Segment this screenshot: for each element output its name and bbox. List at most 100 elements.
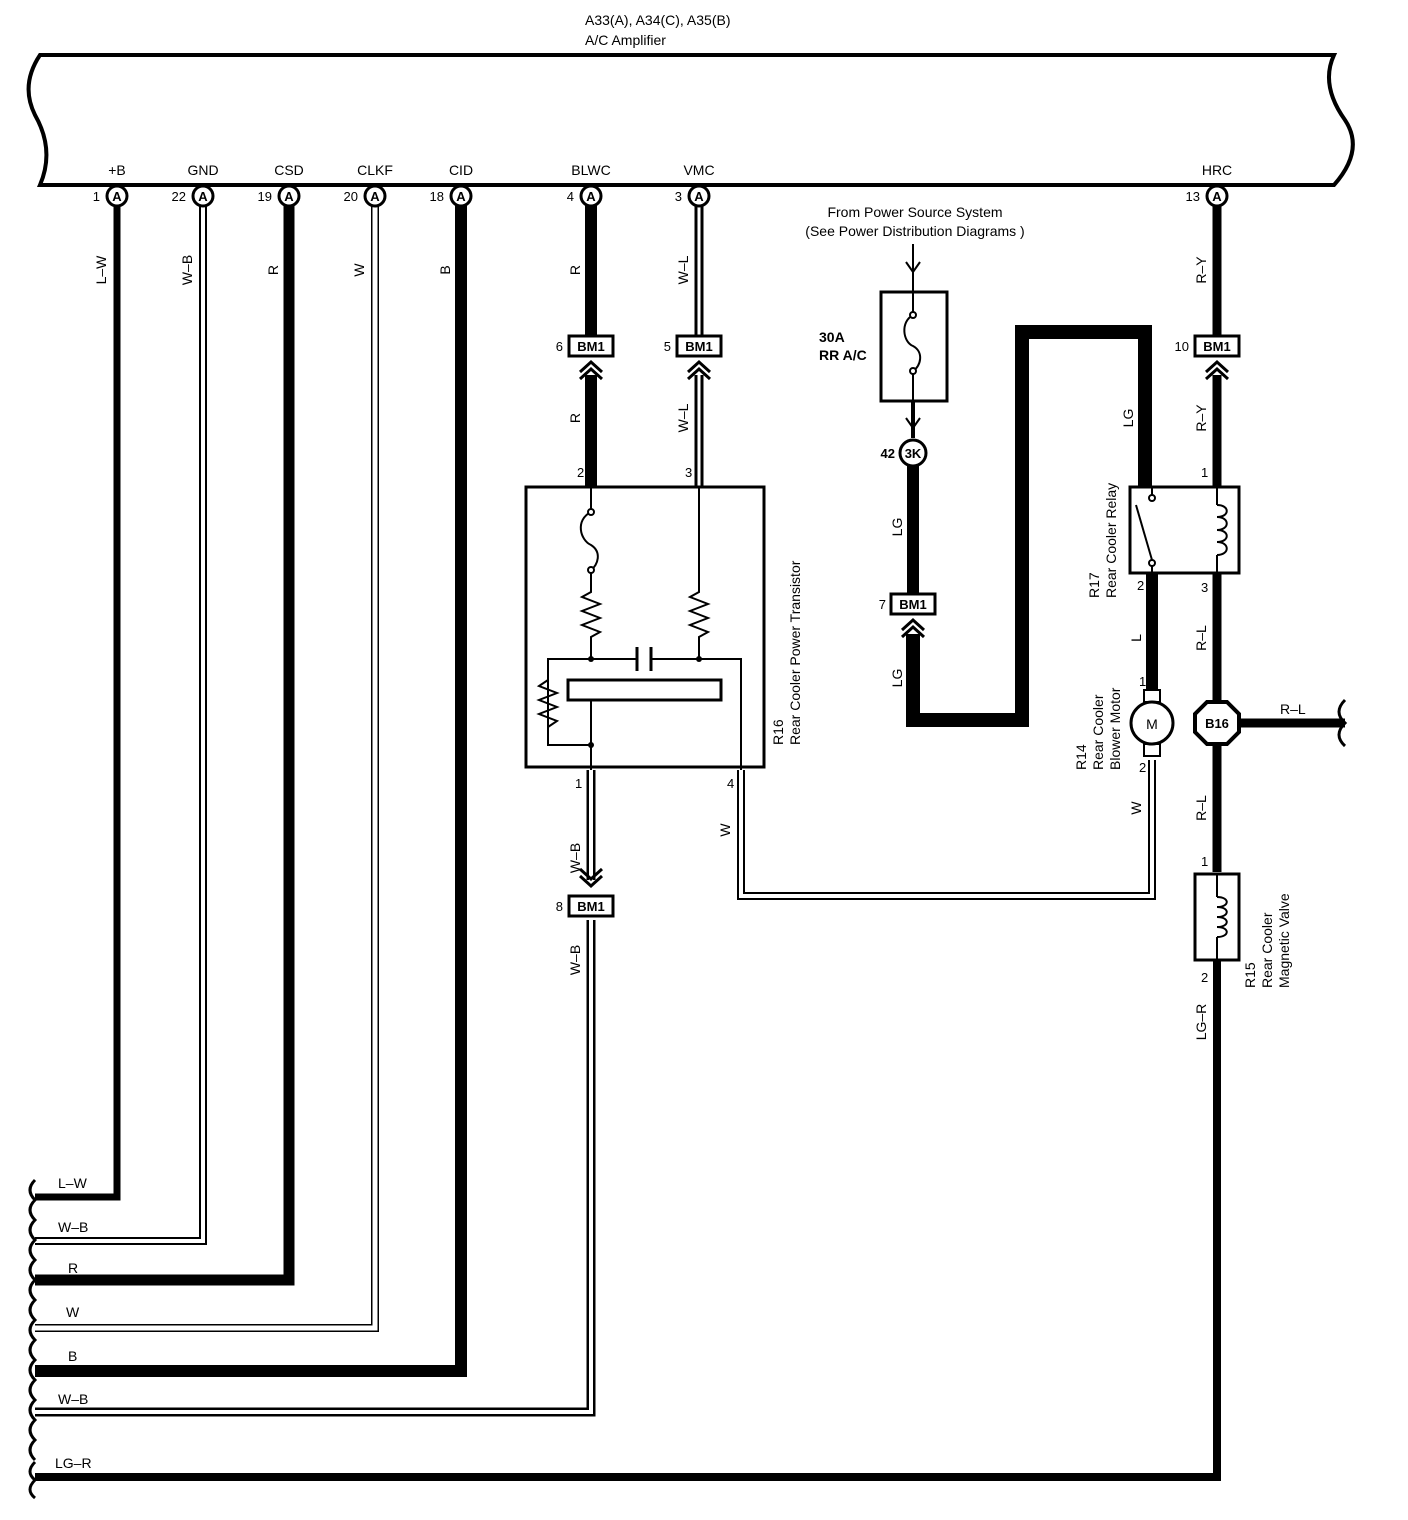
svg-text:3K: 3K xyxy=(905,446,922,461)
capacitor-icon xyxy=(635,647,653,671)
svg-text:A: A xyxy=(370,189,380,204)
svg-text:8: 8 xyxy=(556,899,563,914)
wire-color-label: L–W xyxy=(93,255,109,285)
bm1-connector-6: BM1 6 xyxy=(556,334,615,381)
wire-color-label: R–Y xyxy=(1193,256,1209,284)
wire-color-label: W–L xyxy=(675,255,691,284)
svg-text:2: 2 xyxy=(1137,578,1144,593)
resistor-icon xyxy=(579,573,603,659)
terminal-name: GND xyxy=(187,162,218,178)
wire-lw xyxy=(35,197,121,1201)
wire-blwc: R R xyxy=(567,197,597,487)
valve-line1: Rear Cooler xyxy=(1259,912,1275,988)
break-mark-icon xyxy=(1337,698,1348,748)
svg-text:5: 5 xyxy=(664,339,671,354)
wire-color-label: R xyxy=(265,265,281,275)
transistor-name: Rear Cooler Power Transistor xyxy=(787,560,803,745)
svg-text:1: 1 xyxy=(1201,854,1208,869)
svg-text:3: 3 xyxy=(675,189,682,204)
rear-cooler-power-transistor: 2 3 1 4 R16 Rear Cooler Power Transistor xyxy=(524,465,803,791)
svg-text:A: A xyxy=(284,189,294,204)
motor-symbol: M xyxy=(1146,716,1158,732)
relay-id: R17 xyxy=(1086,572,1102,598)
svg-text:A: A xyxy=(586,189,596,204)
wire-color-label: LG–R xyxy=(1193,1004,1209,1041)
svg-text:20: 20 xyxy=(344,189,358,204)
amplifier-name: A/C Amplifier xyxy=(585,32,666,48)
wire-w-clkf xyxy=(35,197,379,1332)
bottom-wire-label: L–W xyxy=(58,1175,88,1191)
ac-amplifier: A33(A), A34(C), A35(B) A/C Amplifier xyxy=(26,12,1355,187)
bm1-connector-5: BM1 5 xyxy=(664,334,723,381)
terminal-name: HRC xyxy=(1202,162,1232,178)
relay-name: Rear Cooler Relay xyxy=(1103,483,1119,598)
wire-w-transistor-blower: W W xyxy=(717,760,1156,900)
valve-id: R15 xyxy=(1242,962,1258,988)
svg-text:1: 1 xyxy=(575,776,582,791)
fuse-rating: 30A xyxy=(819,329,845,345)
rear-cooler-magnetic-valve: 1 2 R15 Rear Cooler Magnetic Valve LG–R xyxy=(1193,854,1292,1040)
svg-text:BM1: BM1 xyxy=(577,899,604,914)
svg-text:A: A xyxy=(198,189,208,204)
fuse-icon xyxy=(579,511,599,571)
bottom-wire-label: R xyxy=(68,1260,78,1276)
terminal-name: CLKF xyxy=(357,162,393,178)
wire-vmc: W–L W–L xyxy=(675,197,704,487)
svg-text:BM1: BM1 xyxy=(685,339,712,354)
valve-line2: Magnetic Valve xyxy=(1276,893,1292,988)
bottom-wire-label: LG–R xyxy=(55,1455,92,1471)
splice-out-wire-label: R–L xyxy=(1280,701,1306,717)
terminal-name: CSD xyxy=(274,162,304,178)
rear-cooler-relay: 4 1 2 3 R17 Rear Cooler Relay xyxy=(1086,465,1241,598)
svg-text:A: A xyxy=(112,189,122,204)
bottom-wire-label: W–B xyxy=(58,1391,88,1407)
svg-text:A: A xyxy=(694,189,704,204)
wire-color-label: W xyxy=(1128,801,1144,815)
svg-text:22: 22 xyxy=(172,189,186,204)
svg-text:2: 2 xyxy=(1139,760,1146,775)
wire-color-label: B xyxy=(437,265,453,274)
transistor-id: R16 xyxy=(770,719,786,745)
blower-id: R14 xyxy=(1073,744,1089,770)
resistor-icon xyxy=(687,487,711,659)
bm1-connector-7: BM1 7 xyxy=(879,592,937,639)
wire-color-label: R–Y xyxy=(1193,404,1209,432)
svg-text:1: 1 xyxy=(93,189,100,204)
svg-text:6: 6 xyxy=(556,339,563,354)
terminal-name: +B xyxy=(108,162,126,178)
blower-line2: Blower Motor xyxy=(1107,687,1123,770)
left-wire-color-labels: L–W W–B R W B xyxy=(93,255,453,285)
relay-switch-icon xyxy=(1135,504,1153,561)
wire-wb-gnd xyxy=(35,197,207,1245)
arrow-down-icon xyxy=(905,261,921,274)
svg-text:2: 2 xyxy=(1201,970,1208,985)
resistor-icon xyxy=(536,679,560,728)
svg-text:7: 7 xyxy=(879,597,886,612)
relay-coil-icon xyxy=(1216,504,1228,556)
wire-color-label: R–L xyxy=(1193,795,1209,821)
wire-color-label: W–B xyxy=(179,255,195,285)
wire-color-label: L xyxy=(1128,634,1144,642)
wire-color-label: W–B xyxy=(567,843,583,873)
terminal-connector: A 1 xyxy=(93,184,129,208)
splice-b16: B16 xyxy=(1193,700,1241,746)
svg-text:2: 2 xyxy=(577,465,584,480)
terminal-connector: A 19 xyxy=(258,184,301,208)
blower-line1: Rear Cooler xyxy=(1090,694,1106,770)
terminal-connectors: A 1 A 22 A 19 A 20 A 18 A 4 xyxy=(93,184,1229,208)
wire-color-label: W xyxy=(351,263,367,277)
bm1-connector-8: BM1 8 W–B W–B xyxy=(556,843,615,975)
power-source-line1: From Power Source System xyxy=(827,204,1002,220)
wire-color-label: W–B xyxy=(567,945,583,975)
amplifier-connectors-label: A33(A), A34(C), A35(B) xyxy=(585,12,731,28)
svg-text:4: 4 xyxy=(1139,469,1146,484)
wire-fuse-3k xyxy=(905,401,921,438)
svg-text:3: 3 xyxy=(1201,580,1208,595)
wire-color-label: W–L xyxy=(675,403,691,432)
terminal-connector: A 4 xyxy=(567,184,603,208)
terminal-names: +B GND CSD CLKF CID BLWC VMC HRC xyxy=(108,162,1232,178)
wire-lgr xyxy=(35,990,1221,1481)
wire-color-label: LG xyxy=(889,518,905,537)
wire-color-label: R xyxy=(567,413,583,423)
terminal-name: CID xyxy=(449,162,473,178)
